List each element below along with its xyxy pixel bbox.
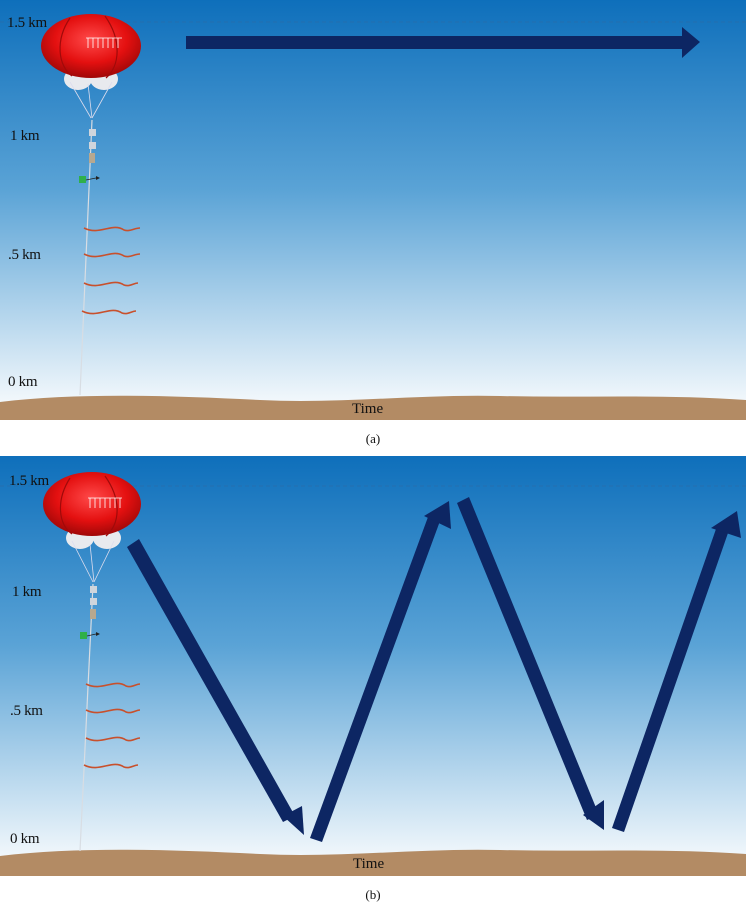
- time-axis-label: Time: [353, 856, 385, 872]
- tether-icon: [79, 583, 94, 852]
- altitude-label-1km: 1 km: [10, 128, 40, 144]
- panel-a-scene: [0, 0, 746, 420]
- windsock-icon: [83, 682, 141, 769]
- balloon-icon: [41, 14, 141, 119]
- altitude-label-1km: 1 km: [12, 584, 42, 600]
- caption-a: (a): [365, 431, 381, 446]
- ground: [0, 849, 746, 876]
- panel-b-scene: [0, 456, 746, 876]
- caption-b: (b): [365, 887, 381, 902]
- sensor-package-icon: [80, 586, 100, 639]
- windsock-icon: [81, 226, 141, 315]
- altitude-label-0-5km: .5 km: [10, 703, 43, 719]
- altitude-label-1-5km: 1.5 km: [7, 15, 47, 31]
- ground: [0, 395, 746, 420]
- altitude-label-0km: 0 km: [10, 831, 40, 847]
- balloon-icon: [43, 472, 141, 583]
- arrow-icon: [127, 497, 741, 842]
- arrow-icon: [186, 27, 700, 58]
- altitude-label-1-5km: 1.5 km: [9, 473, 49, 489]
- altitude-label-0km: 0 km: [8, 374, 38, 390]
- tether-icon: [79, 119, 93, 396]
- sky: [0, 0, 746, 420]
- panel-a: 1.5 km 1 km .5 km 0 km Time: [0, 0, 746, 420]
- time-axis-label: Time: [352, 401, 384, 417]
- altitude-label-0-5km: .5 km: [8, 247, 41, 263]
- panel-b: 1.5 km 1 km .5 km 0 km Time: [0, 456, 746, 876]
- sensor-package-icon: [79, 129, 100, 183]
